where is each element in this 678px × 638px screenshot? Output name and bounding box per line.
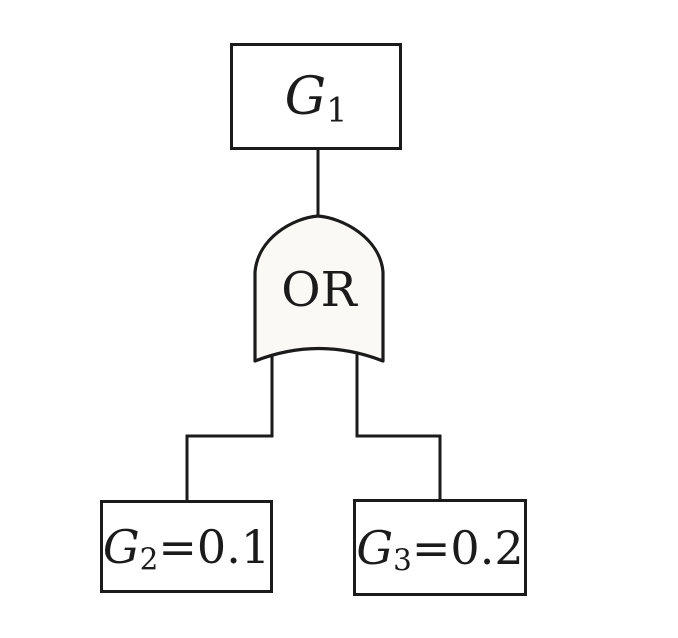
node-label-g3: G3=0.2 xyxy=(356,525,523,575)
node-g1-base: G xyxy=(284,66,327,127)
node-g3-value: =0.2 xyxy=(411,520,524,575)
node-box-g1: G1 xyxy=(230,43,402,150)
node-box-g3: G3=0.2 xyxy=(353,499,527,596)
connector-gate-to-g3 xyxy=(355,338,442,501)
or-gate-label: OR xyxy=(281,262,357,318)
node-label-g2: G2=0.1 xyxy=(103,524,270,574)
node-box-g2: G2=0.1 xyxy=(100,500,273,593)
node-g3-base: G xyxy=(356,520,394,575)
node-label-g1: G1 xyxy=(285,71,348,126)
node-g1-subscript: 1 xyxy=(326,89,348,129)
or-gate-shape xyxy=(253,214,385,363)
node-g2-subscript: 2 xyxy=(139,541,159,576)
node-g3-subscript: 3 xyxy=(393,542,412,577)
connector-gate-to-g2 xyxy=(185,338,274,502)
node-g2-base: G xyxy=(102,519,140,574)
node-g2-value: =0.1 xyxy=(158,519,271,574)
